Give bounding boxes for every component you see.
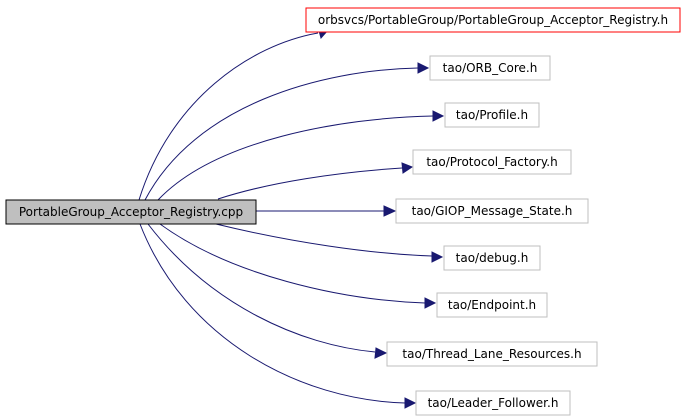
include-node-endpoint-h[interactable]: tao/Endpoint.h [436, 292, 548, 318]
edge-to-debug-h [215, 223, 444, 263]
include-node-leader-follower-h[interactable]: tao/Leader_Follower.h [415, 390, 571, 416]
include-label: tao/ORB_Core.h [443, 61, 538, 75]
edge-to-protocol-factory-h [217, 162, 414, 200]
include-node-thread-lane-resources-h[interactable]: tao/Thread_Lane_Resources.h [386, 341, 598, 367]
source-file-node[interactable]: PortableGroup_Acceptor_Registry.cpp [5, 199, 257, 225]
include-label: tao/Thread_Lane_Resources.h [402, 347, 581, 361]
include-node-protocol-factory-h[interactable]: tao/Protocol_Factory.h [412, 149, 572, 175]
include-label: orbsvcs/PortableGroup/PortableGroup_Acce… [318, 13, 668, 27]
include-node-debug-h[interactable]: tao/debug.h [443, 245, 541, 271]
edge-to-giop-message-state-h [256, 205, 397, 217]
include-label: tao/Leader_Follower.h [428, 396, 559, 410]
include-label: tao/Profile.h [456, 108, 528, 122]
include-label: tao/Protocol_Factory.h [426, 155, 557, 169]
edge-to-thread-lane-resources-h [147, 223, 388, 359]
include-node-giop-message-state-h[interactable]: tao/GIOP_Message_State.h [395, 198, 589, 224]
edge-to-endpoint-h [159, 223, 437, 309]
include-label: tao/debug.h [456, 251, 529, 265]
include-label: tao/Endpoint.h [448, 298, 536, 312]
source-file-label: PortableGroup_Acceptor_Registry.cpp [19, 205, 243, 219]
edge-to-leader-follower-h [139, 223, 417, 409]
include-label: tao/GIOP_Message_State.h [412, 204, 573, 218]
edge-to-profile-h [157, 110, 445, 201]
include-node-orb-core-h[interactable]: tao/ORB_Core.h [429, 55, 551, 81]
edge-to-orb-core-h [144, 62, 430, 201]
include-node-acceptor-registry-h[interactable]: orbsvcs/PortableGroup/PortableGroup_Acce… [305, 7, 681, 33]
include-node-profile-h[interactable]: tao/Profile.h [444, 102, 540, 128]
